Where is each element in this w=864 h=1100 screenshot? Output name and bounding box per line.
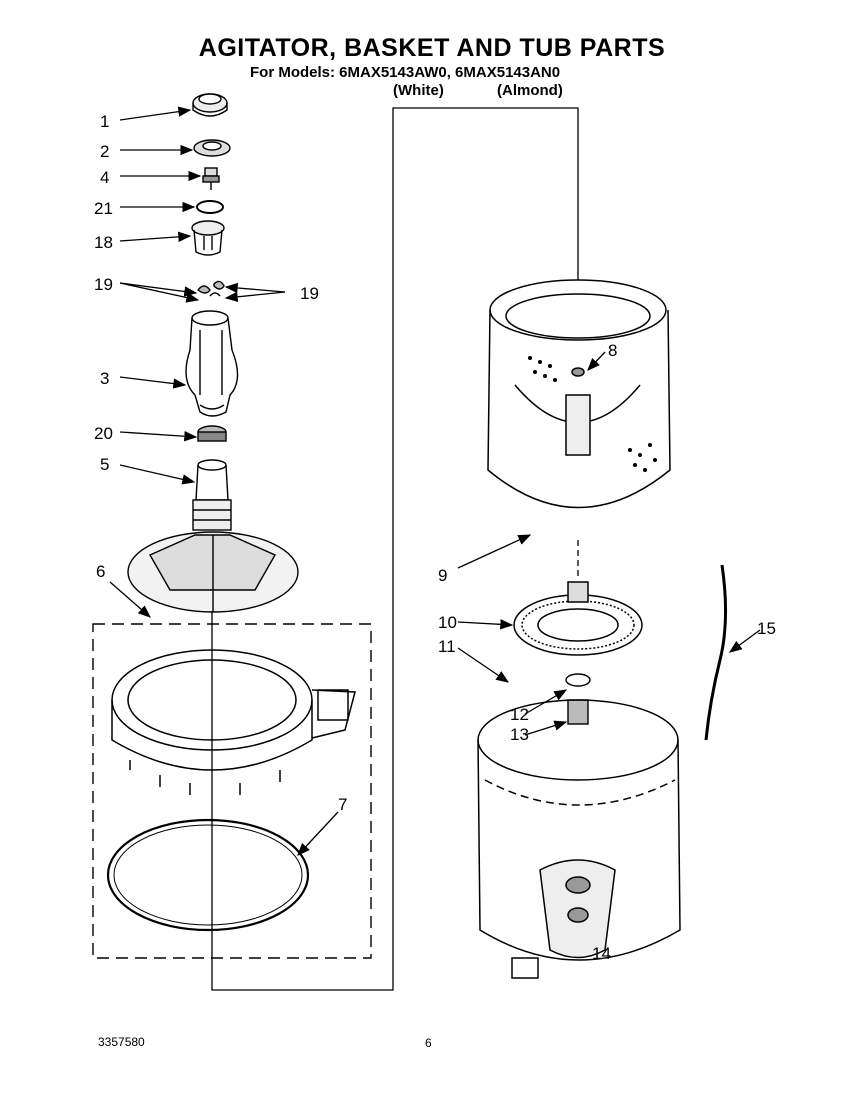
variant-almond-label: (Almond) xyxy=(497,82,563,99)
assembly-guide-lines xyxy=(211,107,579,991)
part-18-cam xyxy=(191,220,225,256)
callout-18: 18 xyxy=(94,233,113,252)
callout-12: 12 xyxy=(510,705,529,724)
callout-9: 9 xyxy=(438,566,448,585)
callout-13: 13 xyxy=(510,725,529,744)
part-9-basket xyxy=(487,279,671,509)
callout-20: 20 xyxy=(94,424,113,443)
part-10-hub xyxy=(513,581,643,656)
part-20-gear xyxy=(197,425,227,442)
page-number: 6 xyxy=(425,1036,432,1050)
callout-10: 10 xyxy=(438,613,457,632)
part-21-ring xyxy=(196,200,224,214)
part-1-cap xyxy=(192,93,228,117)
callout-11: 11 xyxy=(438,637,456,656)
part-7-snap-ring xyxy=(106,818,310,932)
callout-7: 7 xyxy=(338,795,348,814)
page-title: AGITATOR, BASKET AND TUB PARTS xyxy=(198,34,666,62)
doc-number: 3357580 xyxy=(98,1035,145,1049)
part-6-ring-frame xyxy=(111,649,356,795)
callout-4: 4 xyxy=(100,168,110,187)
callout-5: 5 xyxy=(100,455,110,474)
callout-21: 21 xyxy=(94,199,113,218)
callout-8: 8 xyxy=(608,341,618,360)
parts-6-7-box xyxy=(92,623,372,959)
models-label: For Models: 6MAX5143AW0, 6MAX5143AN0 xyxy=(250,64,561,81)
callout-14: 14 xyxy=(592,944,611,963)
part-2-retainer xyxy=(193,139,231,157)
callout-2: 2 xyxy=(100,142,110,161)
callout-19-left: 19 xyxy=(94,275,113,294)
part-4-bolt xyxy=(202,167,220,190)
part-5-shaft xyxy=(192,459,232,531)
variant-white-label: (White) xyxy=(393,82,444,99)
callout-19-right: 19 xyxy=(300,284,319,303)
part-19-dogs xyxy=(197,280,225,297)
callout-6: 6 xyxy=(96,562,106,581)
callout-leaders xyxy=(109,106,761,856)
callout-15: 15 xyxy=(757,619,776,638)
callout-3: 3 xyxy=(100,369,110,388)
part-15-hose xyxy=(704,564,728,741)
part-6-agitator-base xyxy=(127,531,299,613)
part-11-tub xyxy=(477,699,681,979)
part-12-13-seal xyxy=(565,673,591,725)
part-3-agitator-barrel xyxy=(185,310,239,417)
callout-1: 1 xyxy=(100,112,110,131)
